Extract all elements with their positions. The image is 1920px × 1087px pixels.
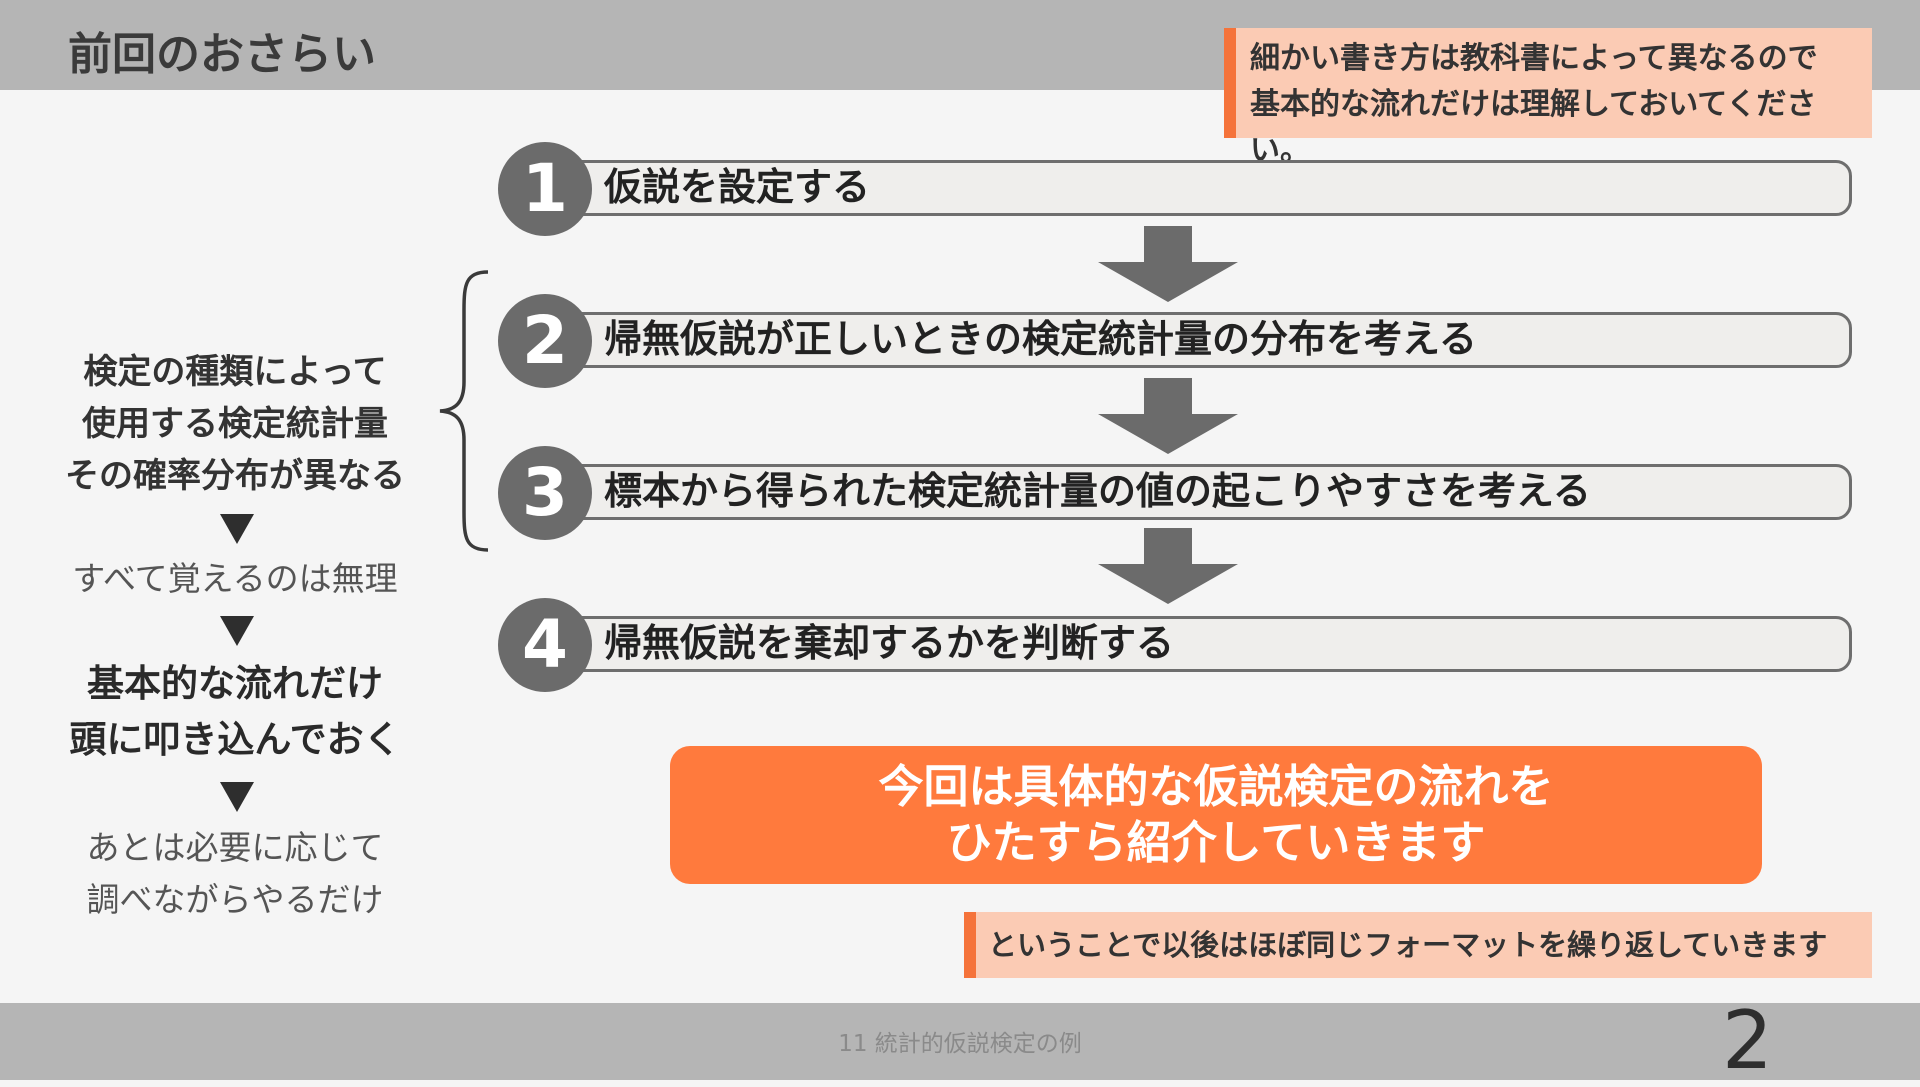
down-arrow-icon (1098, 378, 1238, 454)
curly-brace-icon (439, 270, 489, 552)
left-note-line: その確率分布が異なる (65, 456, 405, 496)
step-4-label: 帰無仮説を棄却するかを判断する (604, 621, 1175, 665)
step-2-label: 帰無仮説が正しいときの検定統計量の分布を考える (604, 317, 1477, 361)
top-note: 細かい書き方は教科書によって異なるので 基本的な流れだけは理解しておいてください… (1224, 28, 1872, 168)
left-note-line: 頭に叩き込んでおく (69, 718, 401, 761)
step-1-number: 1 (498, 142, 592, 236)
down-triangle-icon (220, 514, 254, 544)
left-note-line: 基本的な流れだけ (87, 662, 383, 705)
left-note-variation: 検定の種類によって 使用する検定統計量 その確率分布が異なる (40, 346, 430, 502)
left-note-lookup: あとは必要に応じて 調べながらやるだけ (40, 822, 430, 926)
page-title: 前回のおさらい (68, 29, 376, 80)
step-2-number: 2 (498, 294, 592, 388)
down-arrow-icon (1098, 528, 1238, 604)
step-4-bar (560, 616, 1852, 672)
left-note-line: あとは必要に応じて (86, 828, 384, 867)
step-1-bar (560, 160, 1852, 216)
bottom-note: ということで以後はほぼ同じフォーマットを繰り返していきます (964, 912, 1872, 978)
down-triangle-icon (220, 782, 254, 812)
highlight-line-1: 今回は具体的な仮説検定の流れを (878, 760, 1554, 813)
step-1-label: 仮説を設定する (604, 165, 871, 209)
left-note-impossible: すべて覚えるのは無理 (72, 559, 398, 598)
left-note-basic-flow: 基本的な流れだけ 頭に叩き込んでおく (40, 656, 430, 768)
left-note-line: 使用する検定統計量 (82, 404, 388, 444)
highlight-line-2: ひたすら紹介していきます (946, 816, 1486, 869)
step-3-label: 標本から得られた検定統計量の値の起こりやすさを考える (604, 469, 1591, 513)
footer-bar (0, 1003, 1920, 1080)
step-3-bar (560, 464, 1852, 520)
step-4-number: 4 (498, 598, 592, 692)
left-note-line: 調べながらやるだけ (86, 880, 384, 919)
step-2-bar (560, 312, 1852, 368)
top-note-line-1: 細かい書き方は教科書によって異なるので (1250, 41, 1818, 76)
step-3-number: 3 (498, 446, 592, 540)
down-arrow-icon (1098, 226, 1238, 302)
footer-course-title: 11 統計的仮説検定の例 (838, 1031, 1082, 1057)
down-triangle-icon (220, 616, 254, 646)
left-note-line: 検定の種類によって (83, 352, 387, 392)
page-number: 2 (1722, 994, 1773, 1087)
top-note-line-2: 基本的な流れだけは理解しておいてください。 (1250, 87, 1817, 168)
highlight-box: 今回は具体的な仮説検定の流れを ひたすら紹介していきます (670, 746, 1762, 884)
